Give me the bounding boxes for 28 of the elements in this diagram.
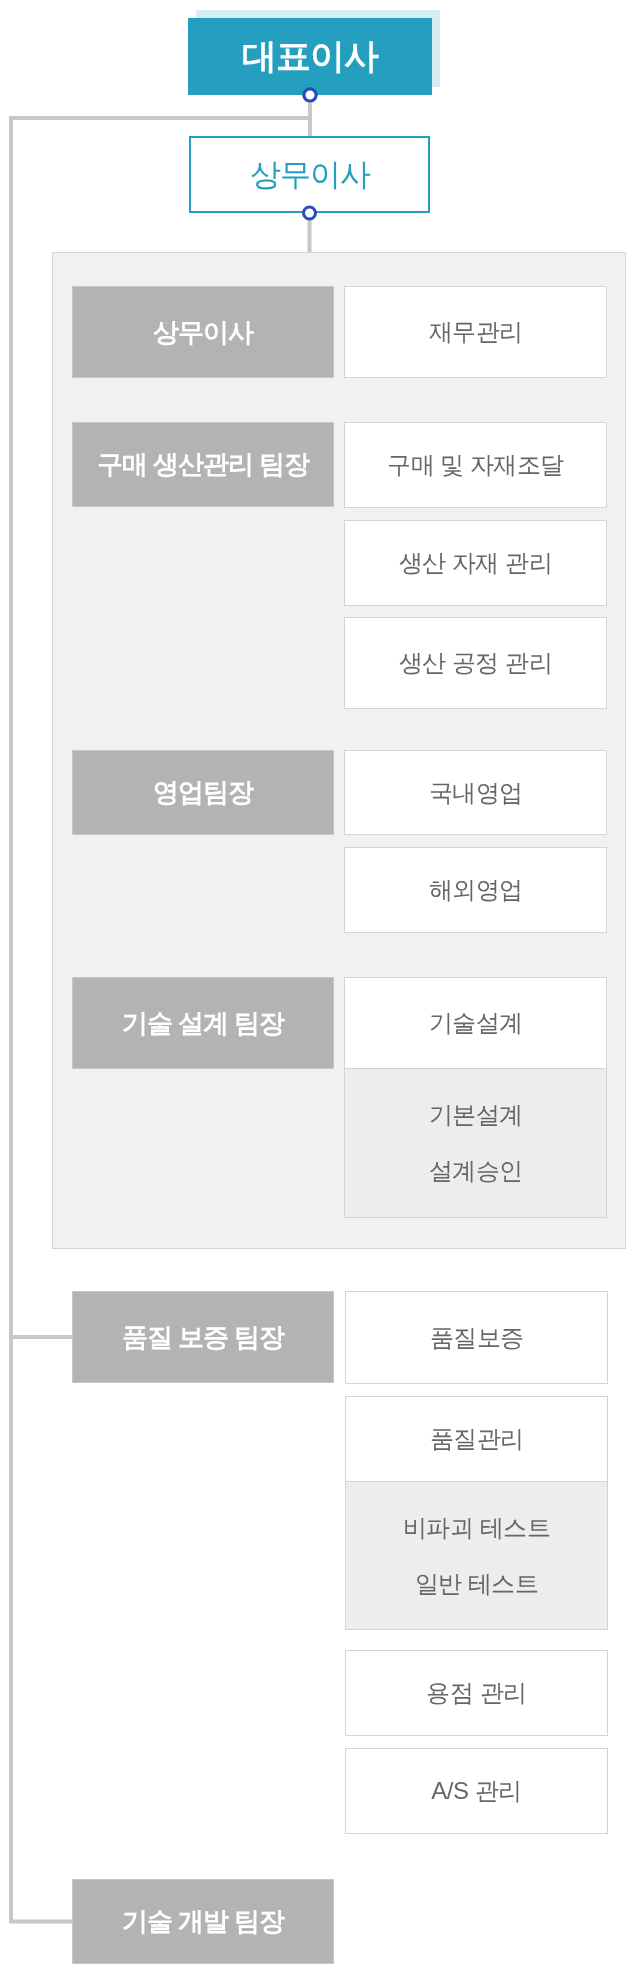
team-leader-box: 기술 개발 팀장: [72, 1879, 334, 1964]
duty-text: 비파괴 테스트: [402, 1512, 551, 1543]
executive-box: 상무이사: [189, 136, 430, 213]
duty-box: 품질보증: [345, 1291, 608, 1384]
connector-line: [302, 205, 317, 252]
duty-box: 국내영업: [344, 750, 607, 835]
connector-line: [9, 87, 318, 1924]
duty-box: 품질관리: [345, 1396, 608, 1482]
duty-box: [344, 1068, 607, 1218]
duty-box: 기술설계: [344, 977, 607, 1069]
duty-box: 생산 자재 관리: [344, 520, 607, 606]
duty-box: [345, 1481, 608, 1630]
team-leader-box: 기술 설계 팀장: [72, 977, 334, 1069]
duty-box: 구매 및 자재조달: [344, 422, 607, 508]
duty-box: A/S 관리: [345, 1748, 608, 1834]
duty-text: 설계승인: [428, 1156, 523, 1186]
team-leader-box: 영업팀장: [72, 750, 334, 835]
team-leader-box: 구매 생산관리 팀장: [72, 422, 334, 507]
duty-box: 용점 관리: [345, 1650, 608, 1736]
duty-text: 일반 테스트: [414, 1568, 539, 1599]
duty-box: 재무관리: [344, 286, 607, 378]
duty-text: 기본설계: [428, 1100, 523, 1130]
team-leader-box: 상무이사: [72, 286, 334, 378]
duty-box: 해외영업: [344, 847, 607, 933]
group-panel: [52, 252, 626, 1249]
executive-box: 대표이사: [188, 18, 432, 95]
team-leader-box: 품질 보증 팀장: [72, 1291, 334, 1383]
duty-box: 생산 공정 관리: [344, 617, 607, 709]
